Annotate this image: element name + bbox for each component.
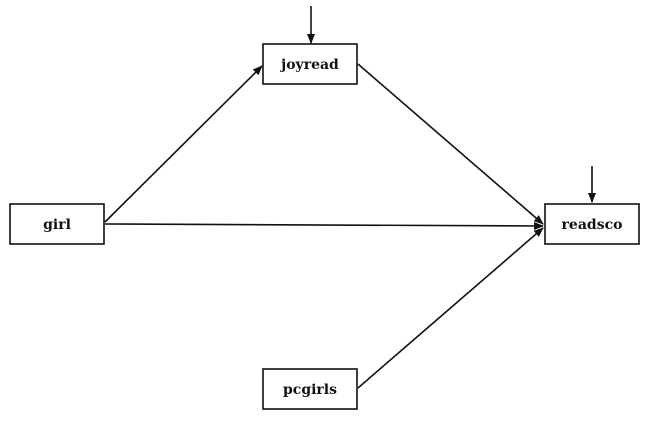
node-joyread-label: joyread [279,57,339,73]
edge-joyread-to-readsco [357,63,544,225]
node-readsco: readsco [544,203,640,245]
edge-pcgirls-to-readsco [357,227,544,389]
node-joyread: joyread [262,43,358,85]
node-girl: girl [9,203,105,245]
node-pcgirls: pcgirls [262,368,358,410]
node-pcgirls-label: pcgirls [283,382,337,398]
node-readsco-label: readsco [562,217,623,233]
edge-girl-to-joyread [104,65,263,223]
node-girl-label: girl [43,217,71,233]
edge-girl-to-readsco [104,221,544,230]
